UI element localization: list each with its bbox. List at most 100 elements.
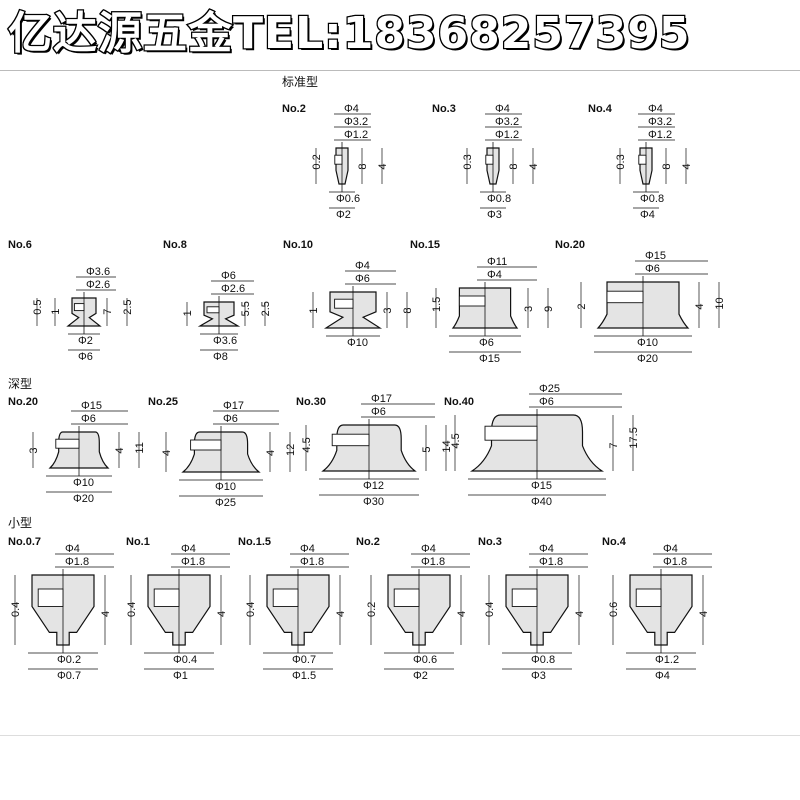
- dimension-label: 4: [694, 303, 706, 309]
- dimension-label: 1: [182, 310, 194, 316]
- dimension-label: Φ1.8: [65, 556, 89, 568]
- dimension-label: Φ10: [347, 337, 368, 349]
- bore-section: [331, 433, 370, 447]
- dimension-label: 2.5: [122, 300, 134, 315]
- dimension-label: Φ10: [73, 477, 94, 489]
- dimension-label: Φ0.8: [487, 193, 511, 205]
- dimension-label: Φ25: [539, 383, 560, 395]
- dimension-label: Φ0.7: [292, 654, 316, 666]
- dimension-label: 4.5: [301, 437, 313, 452]
- dimension-label: Φ3.2: [495, 116, 519, 128]
- model-number: No.20: [555, 239, 585, 251]
- dimension-label: Φ1.8: [539, 556, 563, 568]
- dimension-label: 11: [134, 442, 146, 453]
- dimension-label: 4: [456, 611, 468, 617]
- dimension-label: 3: [523, 306, 535, 312]
- dimension-label: Φ4: [421, 543, 436, 555]
- dimension-label: 7: [608, 442, 620, 448]
- dimension-label: Φ20: [637, 353, 658, 365]
- dimension-label: Φ4: [300, 543, 315, 555]
- dimension-label: Φ3.6: [86, 266, 110, 278]
- dimension-label: Φ6: [371, 406, 386, 418]
- bore-section: [606, 290, 644, 304]
- dimension-label: 0.5: [32, 300, 44, 315]
- bore-section: [458, 295, 486, 307]
- dimension-label: 4: [335, 611, 347, 617]
- dimension-label: Φ6: [645, 263, 660, 275]
- dimension-label: 1: [308, 307, 320, 313]
- dimension-label: 12: [285, 444, 297, 456]
- dimension-label: Φ3: [487, 209, 502, 221]
- dimension-label: 0.4: [10, 602, 22, 617]
- model-number: No.3: [432, 103, 456, 115]
- dimension-label: Φ0.7: [57, 670, 81, 682]
- dimension-label: 0.4: [484, 602, 496, 617]
- dimension-label: 4.5: [450, 433, 462, 448]
- dimension-label: 8: [402, 307, 414, 313]
- dimension-label: Φ10: [637, 337, 658, 349]
- dimension-label: 4: [698, 611, 710, 617]
- dimension-label: 4: [161, 450, 173, 456]
- dimension-label: Φ4: [487, 269, 502, 281]
- dimension-label: Φ4: [640, 209, 655, 221]
- bore-section: [635, 588, 662, 607]
- dimension-label: 4: [100, 611, 112, 617]
- dimension-label: 4: [574, 611, 586, 617]
- dimension-label: Φ0.8: [640, 193, 664, 205]
- dimension-label: Φ10: [215, 481, 236, 493]
- dimension-label: Φ2.6: [221, 283, 245, 295]
- dimension-label: 1: [50, 309, 62, 315]
- dimension-label: Φ4: [355, 260, 370, 272]
- dimension-label: Φ17: [223, 400, 244, 412]
- dimension-label: Φ1.2: [655, 654, 679, 666]
- model-number: No.2: [282, 103, 306, 115]
- dimension-label: 0.6: [608, 602, 620, 617]
- dimension-label: Φ15: [81, 400, 102, 412]
- model-number: No.6: [8, 239, 32, 251]
- dimension-label: 4: [681, 163, 693, 169]
- dimension-label: Φ15: [531, 480, 552, 492]
- dimension-label: 7: [102, 309, 114, 315]
- dimension-label: 4: [265, 450, 277, 456]
- dimension-label: Φ4: [495, 103, 510, 115]
- section-title: 标准型: [282, 75, 318, 89]
- dimension-label: Φ1.2: [648, 129, 672, 141]
- dimension-label: Φ4: [663, 543, 678, 555]
- dimension-label: Φ0.4: [173, 654, 197, 666]
- dimension-label: 5.5: [240, 301, 252, 316]
- dimension-label: Φ3.2: [648, 116, 672, 128]
- model-number: No.3: [478, 536, 502, 548]
- bore-section: [484, 425, 538, 441]
- dimension-label: 8: [357, 163, 369, 169]
- dimension-label: 0.2: [311, 154, 323, 169]
- section-title: 深型: [8, 377, 32, 391]
- bore-section: [334, 154, 343, 165]
- dimension-label: Φ8: [213, 351, 228, 363]
- model-number: No.4: [602, 536, 627, 548]
- bore-section: [55, 438, 80, 449]
- dimension-label: Φ12: [363, 480, 384, 492]
- dimension-label: 0.3: [462, 154, 474, 169]
- dimension-label: 17.5: [628, 427, 640, 448]
- dimension-label: Φ4: [648, 103, 663, 115]
- model-number: No.8: [163, 239, 187, 251]
- dimension-label: Φ2: [78, 335, 93, 347]
- dimension-label: 10: [714, 297, 726, 309]
- dimension-label: Φ4: [65, 543, 80, 555]
- dimension-label: Φ0.6: [413, 654, 437, 666]
- model-number: No.4: [588, 103, 613, 115]
- dimension-label: Φ3: [531, 670, 546, 682]
